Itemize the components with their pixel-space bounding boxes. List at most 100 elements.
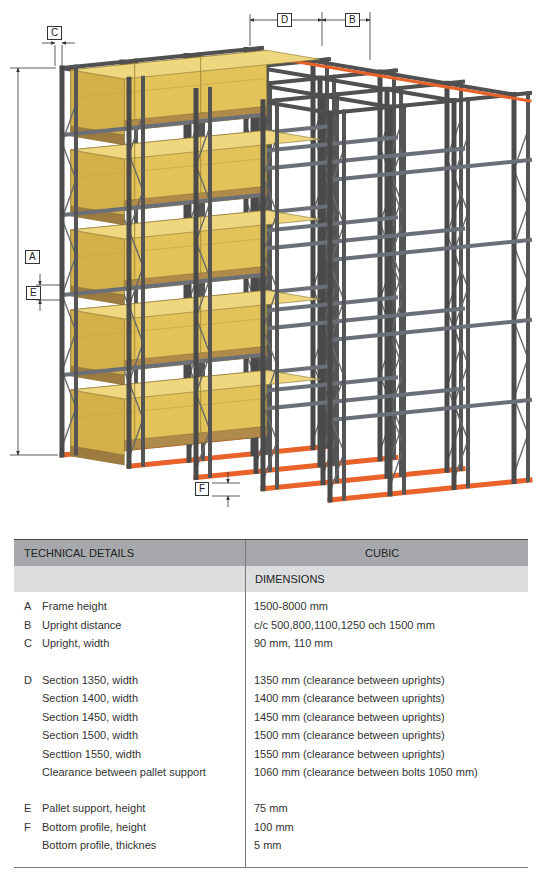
dimension-line: [62, 45, 63, 66]
callout-letter-box: C: [47, 26, 62, 40]
table-cell: Section 1450, width: [42, 711, 138, 724]
box-top: [71, 50, 321, 79]
upright: [378, 72, 383, 459]
dimension-line: [250, 14, 251, 46]
column-divider: [245, 540, 246, 566]
pallet-support: [263, 149, 463, 169]
callout-letter-box: B: [345, 13, 360, 27]
table-cell: 1350 mm (clearance between uprights): [254, 674, 445, 687]
box-front: [71, 390, 125, 455]
callout-letter-box: A: [25, 250, 40, 264]
pallet-support: [62, 195, 262, 215]
table-cell: 90 mm, 110 mm: [254, 637, 333, 650]
upright: [261, 102, 266, 489]
table-cell: Pallet support, height: [42, 802, 145, 815]
table-cell: Upright distance: [42, 619, 122, 632]
bottom-profile: [263, 469, 463, 489]
table-cell: Section 1400, width: [42, 692, 138, 705]
upright: [402, 106, 406, 493]
dimension-line: [42, 43, 55, 44]
upright: [208, 89, 212, 476]
pallet-support: [62, 355, 262, 375]
table-cell: 1500-8000 mm: [254, 600, 328, 613]
dimension-line: [55, 45, 56, 66]
pallet-support: [330, 320, 530, 340]
dimension-line: [212, 483, 240, 484]
tie-beam: [262, 56, 530, 101]
upright: [466, 99, 470, 486]
dimensions: [10, 12, 370, 507]
upright: [74, 67, 78, 454]
table-cell: Clearance between pallet support: [42, 766, 206, 779]
table-header: TECHNICAL DETAILS: [24, 547, 134, 559]
pallet-support: [330, 400, 530, 420]
upright: [342, 112, 346, 499]
upright: [141, 78, 145, 465]
table-cell: F: [24, 821, 31, 834]
dimension-line: [62, 43, 75, 44]
upright: [388, 107, 393, 494]
table-cell: c/c 500,800,1100,1250 och 1500 mm: [254, 619, 435, 632]
table-header-band: DIMENSIONS: [14, 566, 528, 592]
box-front: [71, 70, 125, 135]
box-band: [71, 158, 267, 178]
table-cell: Section 1350, width: [42, 674, 138, 687]
table-grid: [14, 540, 528, 869]
upright: [321, 96, 326, 483]
box-band: [71, 318, 267, 338]
bottom-profile: [129, 446, 329, 466]
box-front: [71, 150, 125, 215]
table-cell: D: [24, 674, 32, 687]
dimension-line: [228, 472, 229, 483]
callout-letter: F: [199, 483, 205, 494]
box-band: [71, 78, 267, 98]
upright: [311, 61, 316, 448]
table-cell: Secttion 1550, width: [42, 748, 141, 761]
callout-letter: B: [349, 14, 356, 25]
table-cell: C: [24, 637, 32, 650]
callout-letter-box: D: [277, 13, 292, 27]
table-cell: Bottom profile, thicknes: [42, 839, 156, 852]
callout-letter: D: [281, 14, 288, 25]
dimension-line: [18, 68, 19, 455]
table-cell: 1060 mm (clearance between bolts 1050 mm…: [254, 766, 478, 779]
upright: [328, 113, 333, 500]
upright: [194, 91, 199, 478]
pallet-support: [263, 229, 463, 249]
box-front: [71, 310, 125, 375]
pallet-support: [330, 240, 530, 260]
table-cell: 5 mm: [254, 839, 282, 852]
pallet-support: [62, 115, 262, 135]
dimension-line: [10, 68, 56, 69]
callout-letter-box: E: [26, 286, 41, 300]
dimension-line: [40, 300, 41, 311]
table-cell: 1450 mm (clearance between uprights): [254, 711, 445, 724]
dimension-line: [370, 12, 371, 60]
bottom-profile: [196, 458, 396, 478]
table-cell: Section 1500, width: [42, 729, 138, 742]
bottom-profile: [330, 480, 530, 500]
upright: [127, 79, 132, 466]
table-cell: A: [24, 600, 31, 613]
table-cell: Frame height: [42, 600, 107, 613]
table-header: DIMENSIONS: [255, 573, 325, 585]
table-rule: [245, 592, 246, 868]
table-cell: 100 mm: [254, 821, 294, 834]
table-cell: 1400 mm (clearance between uprights): [254, 692, 445, 705]
table-cell: 75 mm: [254, 802, 288, 815]
table-cell: Upright, width: [42, 637, 109, 650]
table-cell: E: [24, 802, 31, 815]
callout-letter: C: [51, 27, 58, 38]
upright: [445, 83, 450, 470]
pallet-support: [263, 309, 463, 329]
callout-letter: A: [29, 251, 36, 262]
upright: [526, 93, 530, 480]
table-cell: Bottom profile, height: [42, 821, 146, 834]
upright: [452, 101, 457, 488]
table-header-band: TECHNICAL DETAILSCUBIC: [14, 540, 528, 566]
dimension-line: [322, 12, 323, 46]
callout-letter: E: [30, 287, 37, 298]
pallet-support: [330, 160, 530, 180]
upright: [275, 100, 279, 487]
